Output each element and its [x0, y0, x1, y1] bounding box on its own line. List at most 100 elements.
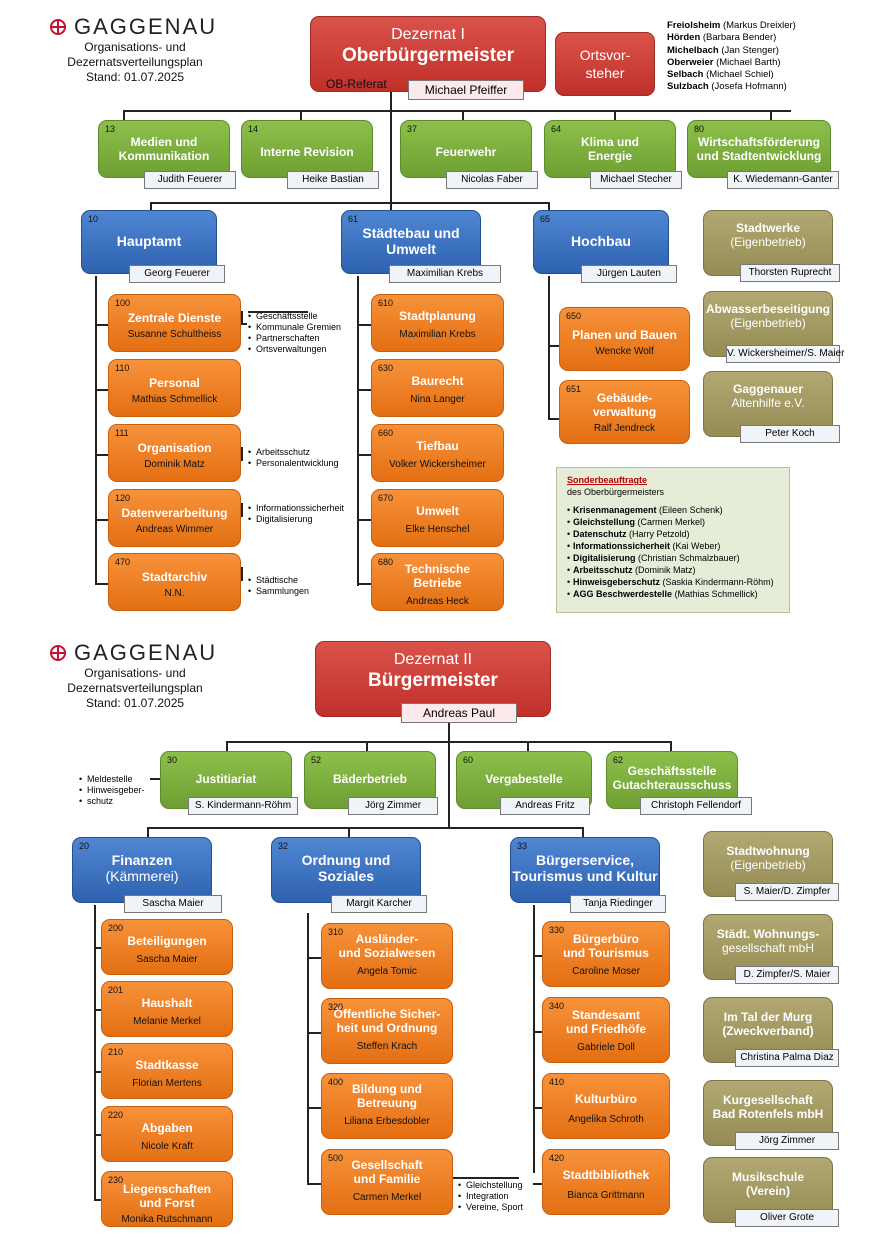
connector-line [307, 913, 309, 1185]
unit-person: Liliana Erbesdobler [344, 1116, 430, 1127]
unit-person: Bianca Grittmann [567, 1190, 645, 1201]
unit-number: 420 [549, 1153, 565, 1163]
bullet: • [567, 529, 571, 539]
sonder-subtitle: des Oberbürgermeisters [567, 487, 665, 497]
unit-title-line2: Betreuung [357, 1096, 417, 1110]
unit-title-line2: Soziales [317, 868, 375, 884]
ortsteil: Sulzbach [667, 81, 709, 93]
connector-line [533, 955, 543, 957]
connector-line [94, 947, 102, 949]
note-item: Sammlungen [248, 586, 338, 597]
note-item: Arbeitsschutz [248, 447, 358, 458]
header-subtitle: Organisations- und [84, 40, 186, 54]
connector-line [307, 957, 323, 959]
unit-title: Gebäude- [596, 391, 653, 405]
connector-line [582, 827, 584, 837]
sonder-item: •Arbeitsschutz (Dominik Matz) [567, 564, 779, 576]
note-item: Städtische [248, 575, 338, 586]
bullet: • [567, 589, 571, 599]
connector-line [150, 778, 160, 780]
unit-number: 630 [378, 363, 394, 373]
connector-line [307, 1107, 323, 1109]
person-tag: Andreas Fritz [500, 797, 590, 815]
sonder-item: •AGG Beschwerdestelle (Mathias Schmellic… [567, 588, 779, 600]
sonder-person: (Kai Weber) [672, 541, 721, 551]
unit-title-line2: verwaltung [592, 405, 657, 419]
sonder-item: •Informationssicherheit (Kai Weber) [567, 540, 779, 552]
unit-person: Florian Mertens [132, 1078, 202, 1089]
person-tag: Peter Koch [740, 425, 840, 443]
ob-referat-label: OB-Referat [326, 77, 387, 91]
unit-title: Stadtarchiv [141, 570, 208, 584]
unit-title: Stadtwerke [735, 221, 801, 235]
unit-number: 220 [108, 1110, 124, 1120]
person-tag: Sascha Maier [124, 895, 222, 913]
unit-person: Caroline Moser [572, 966, 640, 977]
header-subtitle: Dezernatsverteilungsplan [67, 681, 203, 695]
unit-number: 320 [328, 1002, 344, 1012]
connector-line [241, 567, 243, 581]
person-tag: Margit Karcher [331, 895, 427, 913]
unit-person: Nicole Kraft [141, 1141, 193, 1152]
unit-person: Volker Wickersheimer [389, 459, 486, 470]
unit-title: Bäderbetrieb [332, 772, 408, 786]
unit-title: Haushalt [141, 996, 193, 1010]
unit-title: Gesellschaft [351, 1158, 423, 1172]
dezernat-title: Oberbürgermeister [341, 45, 515, 66]
unit-person: Angela Tomic [357, 966, 417, 977]
brand-name: GAGGENAU [74, 640, 218, 665]
unit-title-line2: Altenhilfe e.V. [731, 396, 805, 410]
ortsvorsteher-box[interactable]: Ortsvor-steher [555, 32, 655, 96]
connector-line [241, 323, 247, 325]
ortsvorsteher-row: Michelbach (Jan Stenger) [667, 45, 877, 57]
dezernat-label: Dezernat I [391, 26, 465, 43]
person-tag: Jürgen Lauten [581, 265, 677, 283]
note-item: Vereine, Sport [458, 1202, 530, 1213]
ortsteil: Oberweier [667, 56, 714, 68]
unit-title: Städtebau und [362, 225, 460, 241]
unit-title-line2: (Verein) [745, 1184, 790, 1198]
gaggenau-logo-icon [50, 19, 66, 35]
unit-title: Ordnung und [301, 852, 391, 868]
unit-number: 80 [694, 124, 705, 134]
person-tag: S. Maier/D. Zimpfer [735, 883, 839, 901]
